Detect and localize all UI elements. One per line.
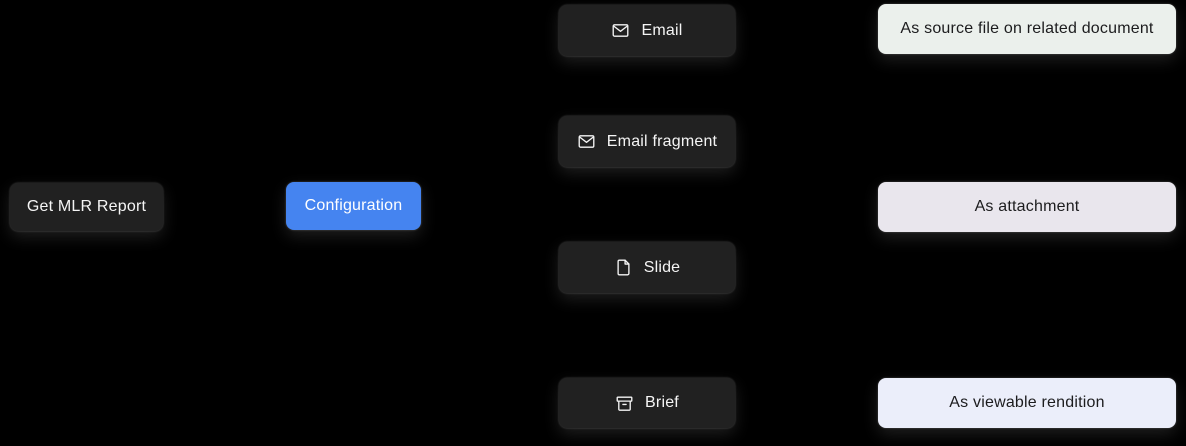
node-label: Email (641, 21, 683, 39)
node-as-viewable-rendition: As viewable rendition (878, 378, 1176, 428)
envelope-icon (611, 21, 630, 40)
node-email-fragment: Email fragment (559, 116, 735, 167)
node-label: As attachment (974, 198, 1080, 215)
file-icon (614, 258, 633, 277)
node-label: Get MLR Report (26, 198, 147, 215)
archive-box-icon (615, 394, 634, 413)
node-slide: Slide (559, 242, 735, 293)
node-brief: Brief (559, 378, 735, 428)
node-label: As viewable rendition (949, 394, 1105, 411)
node-label: Email fragment (606, 132, 718, 150)
node-label: As source file on related document (900, 20, 1154, 37)
node-as-attachment: As attachment (878, 182, 1176, 232)
node-configuration: Configuration (286, 182, 421, 230)
node-label: Brief (645, 394, 679, 411)
node-get-mlr-report: Get MLR Report (10, 183, 163, 231)
node-label: Configuration (304, 197, 403, 214)
envelope-icon (577, 132, 596, 151)
node-label: Slide (643, 258, 681, 276)
node-email: Email (559, 5, 735, 56)
node-as-source-file: As source file on related document (878, 4, 1176, 54)
